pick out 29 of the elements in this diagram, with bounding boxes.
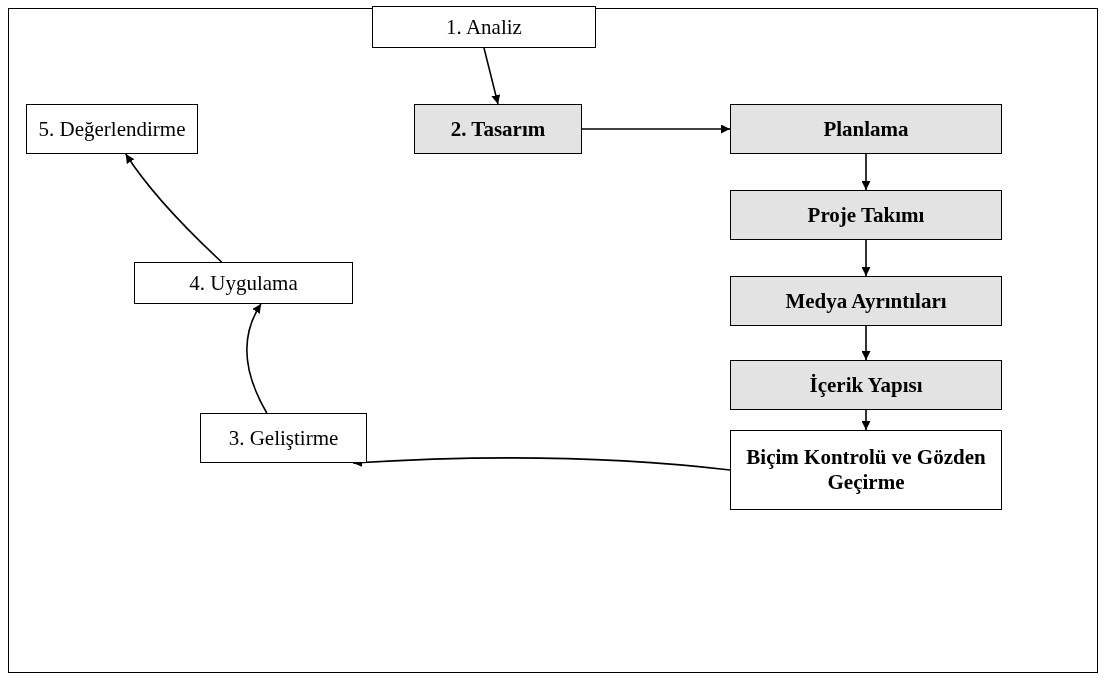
step-label: 3. Geliştirme <box>227 425 340 451</box>
arrow <box>483 47 501 105</box>
arrow <box>352 457 731 471</box>
process-box <box>372 6 596 48</box>
process-box <box>730 190 1002 240</box>
step-label: İçerik Yapısı <box>808 372 924 398</box>
process-box <box>730 430 1002 510</box>
process-box <box>730 276 1002 326</box>
step-label: Biçim Kontrolü ve Gözden Geçirme <box>745 445 987 495</box>
process-box <box>730 104 1002 154</box>
step-label: 1. Analiz <box>445 14 523 40</box>
arrow <box>124 153 223 263</box>
step-label: 2. Tasarım <box>449 116 547 142</box>
step-label: Planlama <box>822 116 910 142</box>
step-label: Proje Takımı <box>806 202 926 228</box>
step-label: 5. Değerlendirme <box>37 116 187 142</box>
process-box <box>200 413 367 463</box>
process-box <box>134 262 353 304</box>
step-label: 4. Uygulama <box>188 270 299 296</box>
arrow <box>581 124 731 134</box>
step-label: Medya Ayrıntıları <box>784 288 948 314</box>
arrow <box>246 303 268 414</box>
process-box <box>730 360 1002 410</box>
arrow <box>861 153 871 191</box>
arrow <box>861 239 871 277</box>
process-box <box>26 104 198 154</box>
arrow <box>861 325 871 361</box>
process-box <box>414 104 582 154</box>
arrow <box>861 409 871 431</box>
